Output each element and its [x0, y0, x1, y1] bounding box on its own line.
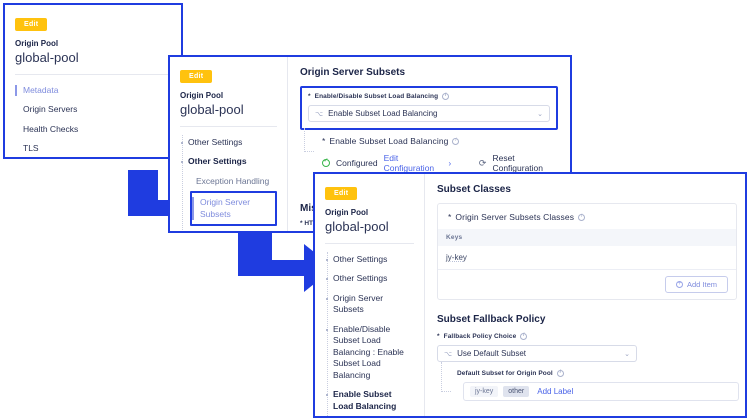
info-icon[interactable]: [520, 332, 528, 340]
divider: [180, 125, 277, 127]
select-enable-disable-slb[interactable]: ⌥ Enable Subset Load Balancing ⌄: [308, 105, 550, 122]
reset-icon[interactable]: ⟲: [478, 157, 487, 168]
section-title-subset-fallback-policy: Subset Fallback Policy: [437, 314, 546, 325]
info-icon[interactable]: [578, 213, 586, 221]
field-label-osn-classes: * Origin Server Subsets Classes: [448, 212, 736, 222]
table-footer: Add Item: [438, 270, 736, 299]
chevron-right-icon[interactable]: ›: [448, 158, 452, 168]
sidebar-item-tls[interactable]: TLS: [23, 143, 39, 154]
check-circle-icon: [322, 158, 330, 167]
partial-miscellaneous-section: Mis * HT: [300, 203, 558, 227]
nav-column-p3: Edit Origin Pool global-pool Other Setti…: [315, 174, 425, 416]
select-fallback-policy-choice[interactable]: ⌥ Use Default Subset ⌄: [437, 345, 637, 362]
nav-list-p2: Other Settings Other Settings Exception …: [180, 133, 277, 231]
label-chip-key[interactable]: jy-key: [470, 386, 499, 397]
field-label-text: Fallback Policy Choice: [443, 333, 517, 340]
partial-field-label: * HT: [300, 220, 313, 227]
sidebar-item-other-settings-1[interactable]: Other Settings: [325, 250, 414, 269]
field-label-text: Default Subset for Origin Pool: [457, 370, 553, 377]
edit-badge[interactable]: Edit: [180, 70, 213, 83]
required-asterisk: *: [448, 212, 452, 222]
section-title-origin-server-subsets: Origin Server Subsets: [300, 67, 406, 78]
reset-configuration-label[interactable]: Reset Configuration: [492, 153, 544, 173]
required-asterisk: *: [437, 333, 440, 340]
nav-list-p3: Other Settings Other Settings Origin Ser…: [325, 250, 414, 418]
panel-subset-classes-and-fallback: Edit Origin Pool global-pool Other Setti…: [313, 172, 747, 418]
configured-status-row: Configured Edit Configuration › ⟲ Reset …: [322, 153, 558, 173]
plus-circle-icon: [675, 280, 683, 288]
tree-rail: [182, 134, 183, 231]
pool-kicker: Origin Pool: [180, 91, 224, 100]
pool-name: global-pool: [325, 218, 389, 234]
field-label-fallback-policy-choice: * Fallback Policy Choice: [437, 332, 739, 340]
sidebar-item-subset-classes[interactable]: Subset Classes: [333, 416, 414, 418]
field-label-text: Enable Subset Load Balancing: [329, 136, 449, 146]
card-origin-server-subsets-classes: * Origin Server Subsets Classes Keys jy-…: [437, 203, 737, 300]
tree-connector: [304, 128, 314, 152]
section-subset-classes: Subset Classes * Origin Server Subsets C…: [437, 184, 745, 300]
pool-name: global-pool: [15, 49, 79, 65]
select-value: Enable Subset Load Balancing: [328, 109, 438, 118]
sidebar-item-origin-servers[interactable]: Origin Servers: [23, 104, 78, 115]
divider: [15, 73, 171, 75]
table-row[interactable]: jy-key: [438, 246, 736, 270]
branch-icon: ⌥: [315, 110, 324, 118]
field-label-default-subset: Default Subset for Origin Pool: [457, 369, 739, 377]
sidebar-item-other-settings-2[interactable]: Other Settings: [180, 152, 277, 171]
label-chip-value[interactable]: other: [503, 386, 530, 397]
sidebar-item-origin-server-subsets[interactable]: Origin Server Subsets: [325, 289, 414, 320]
info-icon[interactable]: [452, 137, 460, 145]
sidebar-item-enable-disable-slb[interactable]: Enable/Disable Subset Load Balancing : E…: [325, 320, 414, 385]
sidebar-item-other-settings-2[interactable]: Other Settings: [325, 269, 414, 288]
partial-section-title: Mis: [300, 203, 317, 214]
chevron-down-icon[interactable]: ⌄: [624, 350, 630, 358]
sidebar-item-origin-server-subsets[interactable]: Origin Server Subsets: [190, 191, 277, 227]
edit-badge[interactable]: Edit: [325, 187, 358, 200]
pool-kicker: Origin Pool: [15, 39, 59, 48]
required-asterisk: *: [322, 136, 326, 146]
field-label-enable-slb: * Enable Subset Load Balancing: [322, 136, 558, 146]
field-label-text: Enable/Disable Subset Load Balancing: [314, 93, 439, 100]
nav-list-p1: Metadata Origin Servers Health Checks TL…: [15, 81, 171, 157]
required-asterisk: *: [308, 93, 311, 100]
sidebar-item-exception-handling[interactable]: Exception Handling: [196, 175, 270, 186]
sidebar-item-other-settings-1[interactable]: Other Settings: [180, 133, 277, 152]
sidebar-item-health-checks[interactable]: Health Checks: [23, 123, 79, 134]
divider: [325, 242, 414, 244]
panel-origin-pool-overview: Edit Origin Pool global-pool Metadata Or…: [3, 3, 183, 159]
info-icon[interactable]: [442, 92, 450, 100]
chevron-down-icon[interactable]: ⌄: [537, 110, 543, 118]
branch-icon: ⌥: [444, 350, 453, 358]
edit-configuration-link[interactable]: Edit Configuration: [383, 153, 435, 173]
pool-name: global-pool: [180, 101, 244, 117]
pool-kicker: Origin Pool: [325, 208, 369, 217]
arrow-panel2-to-panel3: [238, 230, 334, 292]
sidebar-item-miscellaneous-options[interactable]: Miscellaneous Options: [180, 226, 277, 231]
add-item-label: Add Item: [686, 280, 717, 289]
select-value: Use Default Subset: [457, 349, 527, 358]
tree-connector: [441, 362, 451, 392]
status-badge: Configured: [336, 158, 378, 168]
highlighted-field-group: * Enable/Disable Subset Load Balancing ⌥…: [300, 86, 558, 130]
sidebar-item-enable-slb[interactable]: Enable Subset Load Balancing: [325, 385, 414, 416]
content-column-p3: Subset Classes * Origin Server Subsets C…: [425, 174, 745, 416]
add-item-button[interactable]: Add Item: [664, 276, 728, 293]
edit-badge[interactable]: Edit: [15, 18, 48, 31]
nav-column-p2: Edit Origin Pool global-pool Other Setti…: [170, 57, 288, 231]
add-label-link[interactable]: Add Label: [537, 387, 574, 396]
tree-rail: [327, 251, 328, 416]
default-subset-label-editor[interactable]: jy-key other Add Label: [463, 382, 739, 401]
sidebar-item-metadata[interactable]: Metadata: [15, 81, 171, 100]
info-icon[interactable]: [556, 369, 564, 377]
table-column-header-keys: Keys: [438, 229, 736, 246]
section-subset-fallback-policy: Subset Fallback Policy * Fallback Policy…: [437, 314, 745, 401]
field-label-text: Origin Server Subsets Classes: [455, 212, 575, 222]
section-title-subset-classes: Subset Classes: [437, 184, 511, 195]
field-label-enable-disable-slb: * Enable/Disable Subset Load Balancing: [308, 92, 550, 100]
